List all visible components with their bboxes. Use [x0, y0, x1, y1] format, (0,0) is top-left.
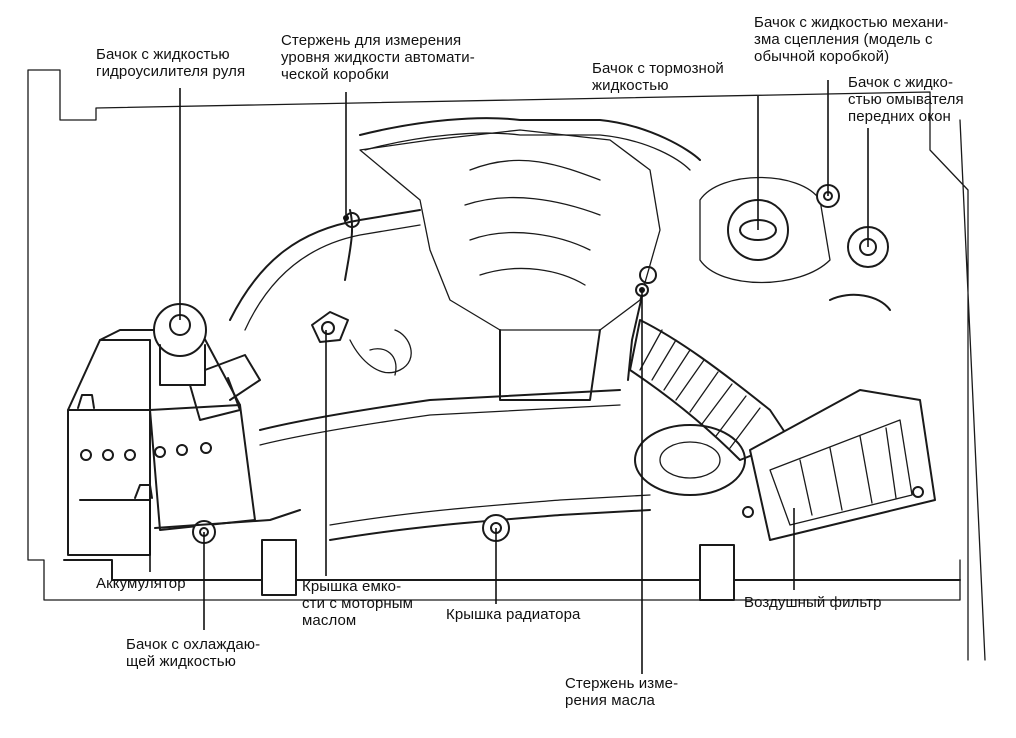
upper-hose — [359, 117, 701, 161]
air-filter-box-drawing — [742, 389, 936, 541]
front-pipe-inner — [329, 494, 651, 526]
battery-drawing — [67, 329, 256, 556]
upper-hose-inner — [364, 132, 691, 171]
fan-pulley-drawing — [634, 424, 746, 496]
lower-pipe-inner — [259, 404, 621, 446]
center-wiring-2 — [369, 348, 397, 376]
left-hose — [229, 209, 421, 321]
label-coolant-tank: Бачок с охлаждаю- щей жидкостью — [126, 636, 261, 670]
brake-fluid-reservoir-drawing — [699, 176, 831, 284]
engine-bay-frame — [27, 69, 986, 661]
intake-manifold-drawing — [359, 129, 661, 401]
leader-dot-atf — [343, 215, 349, 221]
label-oil-filler-cap: Крышка емко- сти с моторным маслом — [302, 578, 414, 629]
label-clutch-fluid-tank: Бачок с жидкостью механи- зма сцепления … — [754, 14, 949, 65]
label-brake-fluid-tank: Бачок с тормозной жидкостью — [592, 60, 724, 94]
label-air-filter: Воздушный фильтр — [744, 594, 882, 611]
label-radiator-cap: Крышка радиатора — [446, 606, 581, 623]
washer-reservoir-drawing — [829, 226, 891, 311]
left-support — [261, 539, 297, 596]
atf-dipstick-tube — [344, 209, 354, 281]
oil-filler-cap-drawing — [311, 311, 349, 343]
label-atf-dipstick: Стержень для измерения уровня жидкости а… — [281, 32, 475, 83]
center-wiring — [349, 329, 412, 374]
label-battery: Аккумулятор — [96, 575, 186, 592]
label-power-steering-tank: Бачок с жидкостью гидроусилителя руля — [96, 46, 246, 80]
label-oil-dipstick: Стержень изме- рения масла — [565, 675, 679, 709]
front-bumper — [63, 559, 961, 581]
label-washer-tank: Бачок с жидко- стью омывателя передних о… — [848, 74, 964, 125]
lower-pipe — [259, 389, 621, 431]
power-steering-reservoir-drawing — [153, 303, 261, 421]
right-support — [699, 544, 735, 601]
front-pipe — [329, 509, 651, 541]
air-intake-duct-drawing — [629, 319, 791, 461]
leader-dot-oil — [639, 287, 645, 293]
